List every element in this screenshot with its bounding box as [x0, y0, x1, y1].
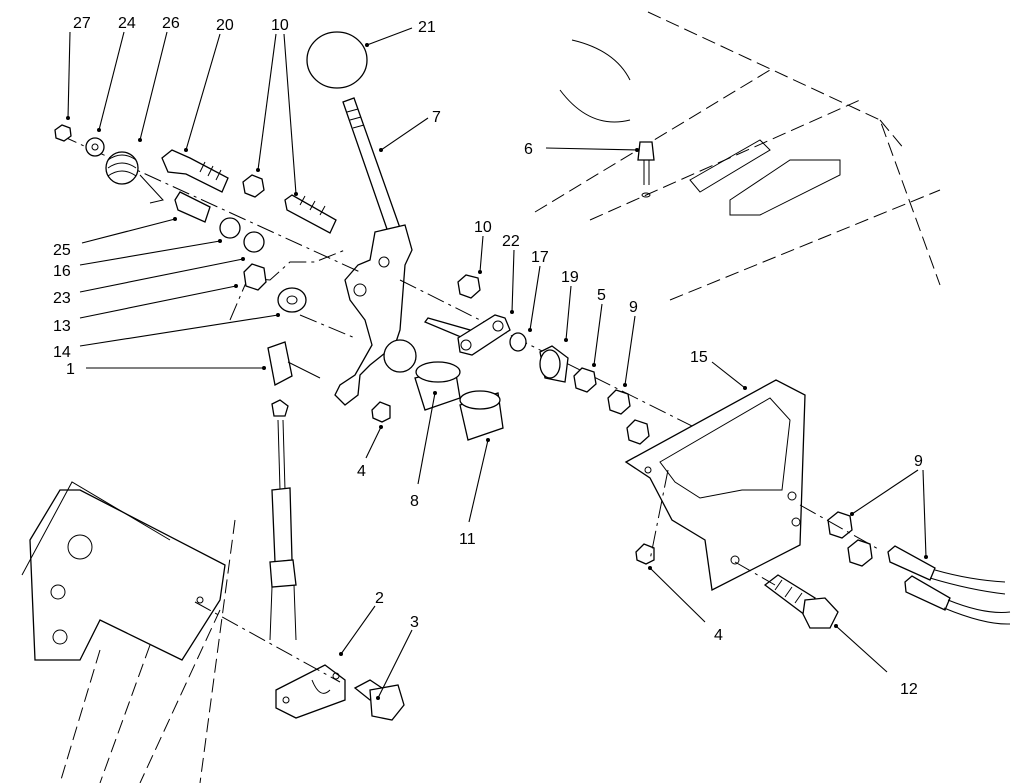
callout-4-lower: 4: [714, 627, 723, 644]
callout-22: 22: [502, 233, 520, 250]
callout-2: 2: [375, 590, 384, 607]
callout-10-top: 10: [271, 17, 289, 34]
clamp-2: [275, 664, 346, 719]
cable-assembly: [267, 341, 321, 641]
nut-9-lower: [626, 419, 650, 445]
spring-26: [105, 151, 164, 204]
callout-6: 6: [524, 141, 533, 158]
bolt-12: [763, 574, 839, 629]
nut-9-right-a: [827, 511, 853, 539]
nut-4-lower: [635, 543, 655, 565]
link-22: [423, 314, 511, 356]
spacer-25: [174, 191, 211, 223]
callout-9-top: 9: [629, 299, 638, 316]
frame-outline: [534, 11, 941, 301]
nut-10-upper: [242, 174, 265, 198]
pivot-bolt-20: [161, 149, 229, 193]
callout-labels: 27 24 26 20 10 21 7 6 10 22 17 19 5 9 15…: [53, 15, 923, 698]
callout-16: 16: [53, 263, 71, 280]
stud-9-b: [904, 575, 951, 611]
nut-5: [573, 367, 597, 393]
stud-9-a: [887, 545, 936, 581]
callout-26: 26: [162, 15, 180, 32]
callout-11: 11: [459, 531, 476, 548]
callout-20: 20: [216, 17, 234, 34]
callout-13: 13: [53, 318, 71, 335]
control-lever: [342, 97, 401, 233]
washer-16: [219, 217, 241, 239]
nut-10-right: [457, 274, 481, 299]
callout-25: 25: [53, 242, 71, 259]
nut-4-upper: [371, 401, 391, 423]
nut-9-right-b: [847, 539, 873, 567]
callout-12: 12: [900, 681, 918, 698]
bracket-15: [624, 379, 806, 591]
stud-10: [284, 194, 337, 234]
callout-24: 24: [118, 15, 136, 32]
lever-plate: [334, 224, 413, 406]
callout-17: 17: [531, 249, 549, 266]
callout-14: 14: [53, 344, 71, 361]
callout-3: 3: [410, 614, 419, 631]
washer-17: [509, 332, 527, 352]
callout-5: 5: [597, 287, 606, 304]
bolt-6: [637, 141, 655, 198]
callout-21: 21: [418, 19, 436, 36]
callout-7: 7: [432, 109, 441, 126]
bolt-3: [353, 679, 405, 721]
leader-lines: [66, 27, 928, 700]
washer-14: [277, 287, 307, 313]
callout-8: 8: [410, 493, 419, 510]
callout-9-right: 9: [914, 453, 923, 470]
callout-10-right: 10: [474, 219, 492, 236]
callout-1: 1: [66, 361, 75, 378]
washer-24: [85, 137, 105, 157]
callout-23: 23: [53, 290, 71, 307]
knob-ball: [306, 31, 368, 89]
nut-9-upper: [607, 389, 631, 415]
callout-15: 15: [690, 349, 708, 366]
frame-bracket-left: [21, 481, 236, 783]
bushing-23: [243, 231, 265, 253]
callout-27: 27: [73, 15, 91, 32]
callout-19: 19: [561, 269, 579, 286]
nut-27: [54, 124, 72, 142]
nut-13: [243, 263, 267, 291]
callout-4-upper: 4: [357, 463, 366, 480]
